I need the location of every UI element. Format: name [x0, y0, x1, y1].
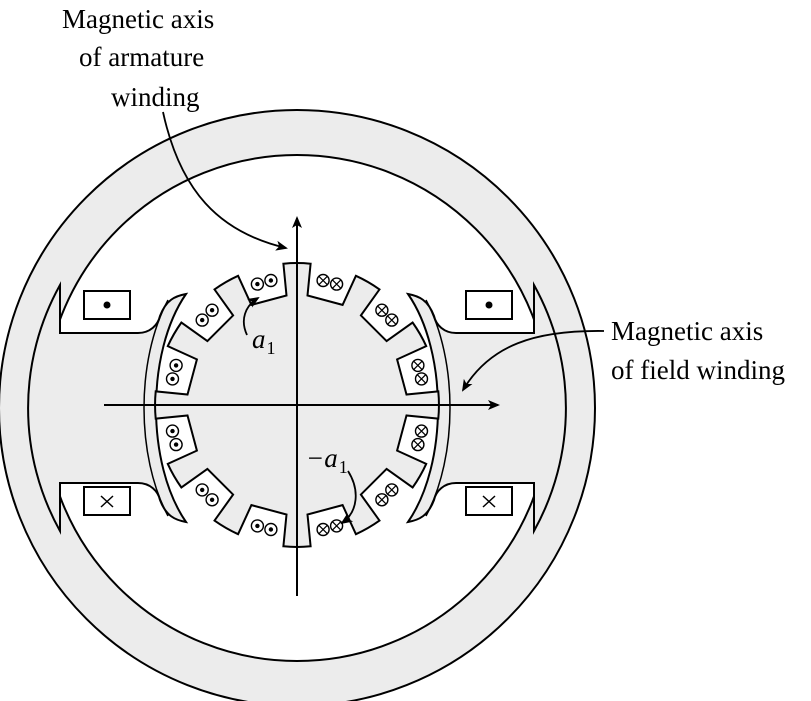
conductor-cross-icon	[329, 519, 344, 533]
conductor-dot-icon	[264, 273, 278, 288]
armature-axis-leader-arrow	[162, 111, 288, 251]
conductor-dot-icon	[205, 303, 219, 317]
field-coil-bottom-left	[83, 486, 131, 516]
conductor-cross-icon	[385, 313, 399, 327]
field-axis-label-line2: of field winding	[611, 355, 785, 385]
conductor-cross-icon	[375, 303, 389, 317]
conductor-dot-icon	[250, 519, 265, 533]
coil-minus-a1-label: −a1	[306, 443, 348, 477]
field-coil-top-right	[465, 290, 513, 320]
conductor-cross-icon	[329, 277, 344, 291]
dot-icon	[485, 301, 493, 309]
pole-face-right	[425, 299, 451, 517]
conductor-dot-icon	[195, 313, 209, 327]
armature-axis-label-line2: of armature	[79, 42, 205, 72]
conductor-dot-icon	[205, 493, 219, 507]
pole-face-left	[143, 299, 169, 517]
field-coil-top-left	[83, 290, 131, 320]
armature-axis-label-line1: Magnetic axis	[62, 4, 215, 34]
coil-a1-label: a1	[252, 324, 276, 358]
conductor-cross-icon	[411, 358, 425, 373]
minus-a1-leader-arrow	[340, 470, 357, 525]
conductor-dot-icon	[169, 437, 183, 452]
conductor-dot-icon	[195, 483, 209, 497]
field-axis-label-line1: Magnetic axis	[611, 316, 764, 346]
conductor-dot-icon	[169, 358, 183, 373]
cross-icon	[100, 495, 114, 508]
conductor-dot-icon	[165, 424, 180, 438]
conductor-cross-icon	[414, 424, 429, 438]
cross-icon	[482, 495, 496, 508]
conductor-cross-icon	[375, 493, 389, 507]
a1-leader-arrow	[243, 296, 260, 336]
conductor-dot-icon	[264, 522, 278, 537]
field-axis-leader-arrow	[461, 330, 605, 392]
dot-icon	[103, 301, 111, 309]
conductor-cross-icon	[385, 483, 399, 497]
conductor-cross-icon	[316, 273, 330, 288]
field-coil-bottom-right	[465, 486, 513, 516]
conductor-dot-icon	[250, 277, 265, 291]
conductor-cross-icon	[316, 522, 330, 537]
conductor-cross-icon	[414, 372, 429, 386]
conductor-dot-icon	[165, 372, 180, 386]
conductor-cross-icon	[411, 437, 425, 452]
armature-axis-label-line3: winding	[111, 82, 200, 112]
